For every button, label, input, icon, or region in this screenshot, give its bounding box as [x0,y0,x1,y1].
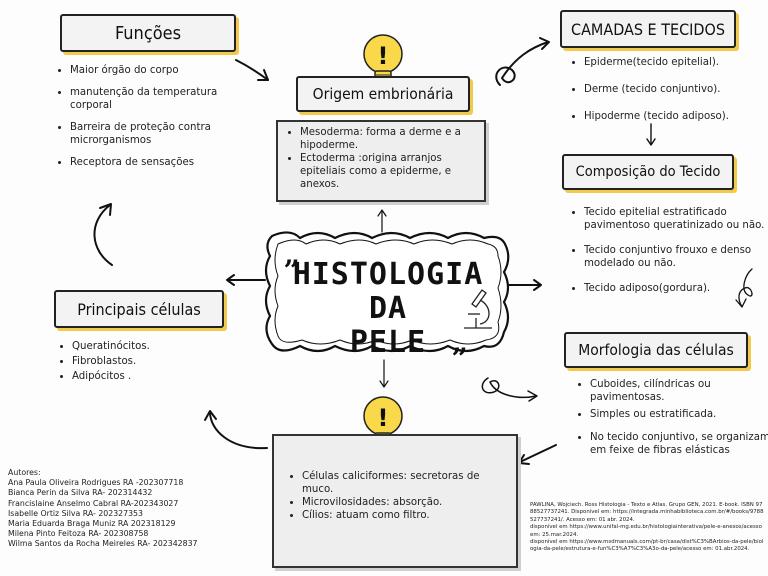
origem-box: Mesoderma: forma a derme e a hipoderme. … [276,120,486,202]
references-block: PAWLINA, Wojciech. Ross Histologia - Tex… [530,502,764,554]
epitelio-box: Células caliciformes: secretoras de muco… [272,434,518,568]
morfologia-header: Morfologia das células [564,332,748,368]
list-item: Mesoderma: forma a derme e a hipoderme. [300,126,476,152]
list-item: Tecido conjuntivo frouxo e denso modelad… [584,244,768,270]
list-item: Maior órgão do corpo [70,64,260,77]
funcoes-header: Funções [60,14,236,52]
reference: disponível em https://www.unifal-mg.edu.… [530,524,762,538]
composicao-header: Composição do Tecido [562,154,734,190]
list-item: Cílios: atuam como filtro. [302,509,506,522]
origem-header-label: Origem embrionária [312,85,454,103]
composicao-header-label: Composição do Tecido [575,164,721,180]
svg-text:!: ! [378,404,389,432]
list-item: No tecido conjuntivo, se organizam em fe… [590,431,768,457]
authors-label: Autores: [8,468,41,477]
composicao-list: Tecido epitelial estratificado pavimento… [566,206,768,297]
author-name: Francislaine Anselmo Cabral RA-202343027 [8,498,179,508]
authors-block: Autores: Ana Paula Oliveira Rodrigues RA… [8,468,258,550]
list-item: Derme (tecido conjuntivo). [584,83,768,96]
list-item: Simples ou estratificada. [590,408,768,421]
list-item: Hipoderme (tecido adiposo). [584,110,768,123]
list-item: Ectoderma :origina arranjos epiteliais c… [300,152,476,191]
author-name: Ana Paula Oliveira Rodrigues RA -2023077… [8,478,184,488]
list-item: Microvilosidades: absorção. [302,496,506,509]
title-line-1: HISTOLOGIA DA [292,257,484,326]
reference: disponível em https://www.msdmanuals.com… [530,539,764,553]
central-title: HISTOLOGIA DA PELE [282,258,494,360]
camadas-header: CAMADAS E TECIDOS [560,10,736,48]
camadas-list: Epiderme(tecido epitelial). Derme (tecid… [566,56,768,125]
author-name: Bianca Perin da Silva RA- 202314432 [8,488,153,498]
list-item: manutenção da temperatura corporal [70,86,260,112]
morfologia-list: Cuboides, cilíndricas ou pavimentosas. S… [572,378,768,459]
microscope-icon [464,289,492,329]
arrow-funcoes-origem [235,59,269,81]
svg-text:!: ! [378,42,389,70]
list-item: Células caliciformes: secretoras de muco… [302,470,506,496]
list-item: Queratinócitos. [72,340,242,353]
morfologia-header-label: Morfologia das células [578,341,734,359]
swirl-right [738,268,753,307]
list-item: Tecido epitelial estratificado pavimento… [584,206,768,232]
reference: PAWLINA, Wojciech. Ross Histologia - Tex… [530,502,764,523]
author-name: Wilma Santos da Rocha Meireles RA- 20234… [8,539,198,549]
principais-header-label: Principais células [77,299,201,319]
funcoes-list: Maior órgão do corpo manutenção da tempe… [52,64,260,171]
author-name: Milena Pinto Feitoza RA- 202308758 [8,529,149,539]
list-item: Cuboides, cilíndricas ou pavimentosas. [590,378,768,404]
title-line-2: PELE [349,325,427,360]
list-item: Adipócitos . [72,370,242,383]
funcoes-header-label: Funções [114,22,182,44]
author-name: Isabelle Ortiz Silva RA- 202327353 [8,508,143,518]
curve-left-bottom [209,411,268,450]
principais-header: Principais células [54,290,224,328]
list-item: Barreira de proteção contra microrganism… [70,121,260,147]
camadas-header-label: CAMADAS E TECIDOS [571,19,725,39]
origem-header: Origem embrionária [296,76,470,112]
quote-close: „ [452,326,468,359]
title-frame [264,231,510,353]
list-item: Fibroblastos. [72,355,242,368]
list-item: Receptora de sensações [70,156,260,169]
principais-list: Queratinócitos. Fibroblastos. Adipócitos… [54,340,242,385]
author-name: Maria Eduarda Braga Muniz RA 202318129 [8,519,176,529]
arrow-morfologia-left [519,444,557,463]
quote-open: „ [284,238,300,271]
swirl-top-right [495,41,549,86]
curve-principais-funcoes [93,204,113,266]
list-item: Epiderme(tecido epitelial). [584,56,768,69]
list-item: Tecido adiposo(gordura). [584,282,768,295]
swirl-bottom [481,377,537,399]
